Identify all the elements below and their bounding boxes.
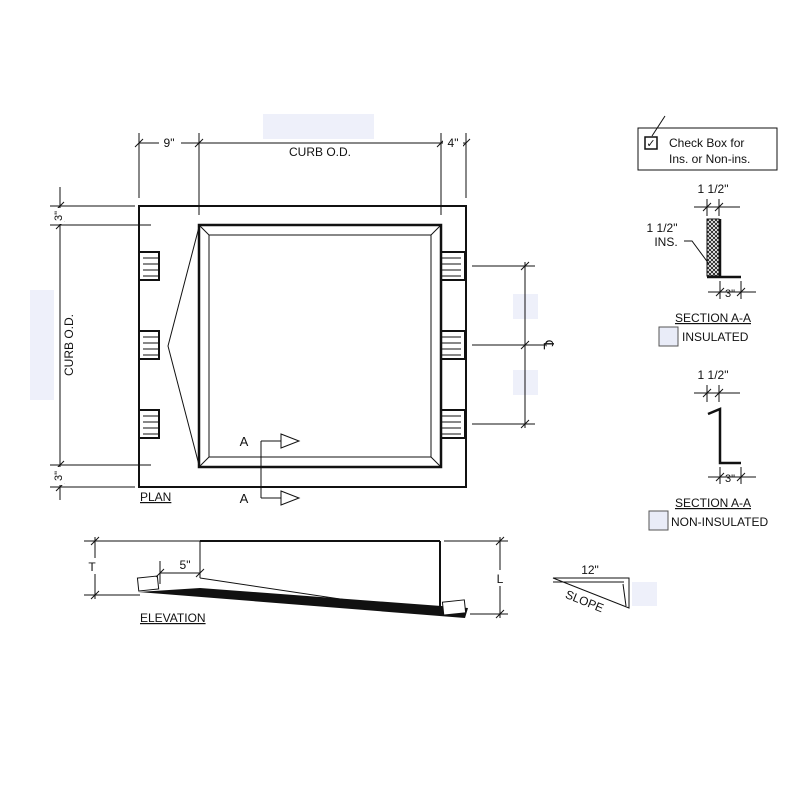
insulated-checkbox[interactable] bbox=[658, 326, 679, 347]
dim-curb-od-horizontal: CURB O.D. bbox=[289, 145, 351, 159]
bracket-right-bottom bbox=[440, 409, 466, 439]
bracket-left-bottom bbox=[138, 409, 160, 439]
noins-dim-top: 1 1/2" bbox=[698, 368, 729, 382]
bracket-left-top bbox=[138, 251, 160, 281]
slope-label: SLOPE bbox=[563, 587, 605, 615]
noins-section-title: SECTION A-A bbox=[675, 496, 751, 510]
check-mark: ✓ bbox=[646, 138, 655, 150]
ins-dim-top: 1 1/2" bbox=[698, 182, 729, 196]
dim-l: L bbox=[497, 572, 504, 586]
noins-dim-bottom: 3" bbox=[725, 473, 735, 485]
form-field-top[interactable] bbox=[263, 114, 374, 139]
centerline-symbol: ℄ bbox=[541, 340, 557, 350]
checkbox-note: ✓ Check Box for Ins. or Non-ins. bbox=[637, 115, 778, 171]
dim-9-inch: 9" bbox=[164, 136, 175, 150]
noninsulated-option-label: NON-INSULATED bbox=[671, 515, 768, 529]
elevation-label: ELEVATION bbox=[140, 611, 206, 625]
elevation-flange-left bbox=[136, 575, 160, 592]
slope-indicator: 12" SLOPE bbox=[552, 563, 630, 615]
note-line-2: Ins. or Non-ins. bbox=[669, 152, 750, 166]
section-cut-marker bbox=[260, 433, 301, 506]
section-noninsulated: 1 1/2" 3" SECTION A-A NON-INSULATED bbox=[648, 368, 768, 531]
z-profile bbox=[707, 407, 741, 465]
dim-3-inch-bottom: 3" bbox=[53, 471, 65, 481]
ins-thickness: 1 1/2" bbox=[647, 221, 678, 235]
form-field-slope[interactable] bbox=[632, 582, 657, 606]
bracket-right-top bbox=[440, 251, 466, 281]
ins-label: INS. bbox=[654, 235, 677, 249]
dim-5-inch: 5" bbox=[180, 558, 191, 572]
dim-4-inch: 4" bbox=[448, 136, 459, 150]
note-checkbox bbox=[644, 136, 658, 150]
elevation-flange-right bbox=[441, 599, 467, 616]
ins-section-title: SECTION A-A bbox=[675, 311, 751, 325]
opening-frame-inner bbox=[208, 234, 432, 458]
curb-outline bbox=[138, 205, 467, 488]
dim-3-inch-top: 3" bbox=[53, 211, 65, 221]
bracket-left-middle bbox=[138, 330, 160, 360]
note-line-1: Check Box for bbox=[669, 136, 744, 150]
insulation-hatch bbox=[706, 218, 720, 277]
form-field-left[interactable] bbox=[30, 290, 54, 400]
plan-right-dimension bbox=[472, 261, 545, 429]
bracket-right-middle bbox=[440, 330, 466, 360]
slope-run-12: 12" bbox=[581, 563, 599, 577]
section-marker-a-bottom: A bbox=[240, 491, 249, 506]
opening-frame-outer bbox=[197, 223, 443, 469]
insulated-option-label: INSULATED bbox=[682, 330, 749, 344]
noninsulated-checkbox[interactable] bbox=[648, 510, 669, 531]
dim-t: T bbox=[88, 560, 96, 574]
section-marker-a-top: A bbox=[240, 434, 249, 449]
elevation-view: T 5" L ELEVATION bbox=[84, 536, 508, 625]
plan-label: PLAN bbox=[140, 490, 171, 504]
dim-curb-od-vertical: CURB O.D. bbox=[62, 314, 76, 376]
plan-view: 9" CURB O.D. 4" 3" CURB O.D. 3" bbox=[50, 133, 557, 506]
ins-dim-bottom: 3" bbox=[725, 288, 735, 300]
section-insulated: 1 1/2" 1 1/2" INS. 3" SECTION A-A INSULA… bbox=[647, 182, 756, 347]
